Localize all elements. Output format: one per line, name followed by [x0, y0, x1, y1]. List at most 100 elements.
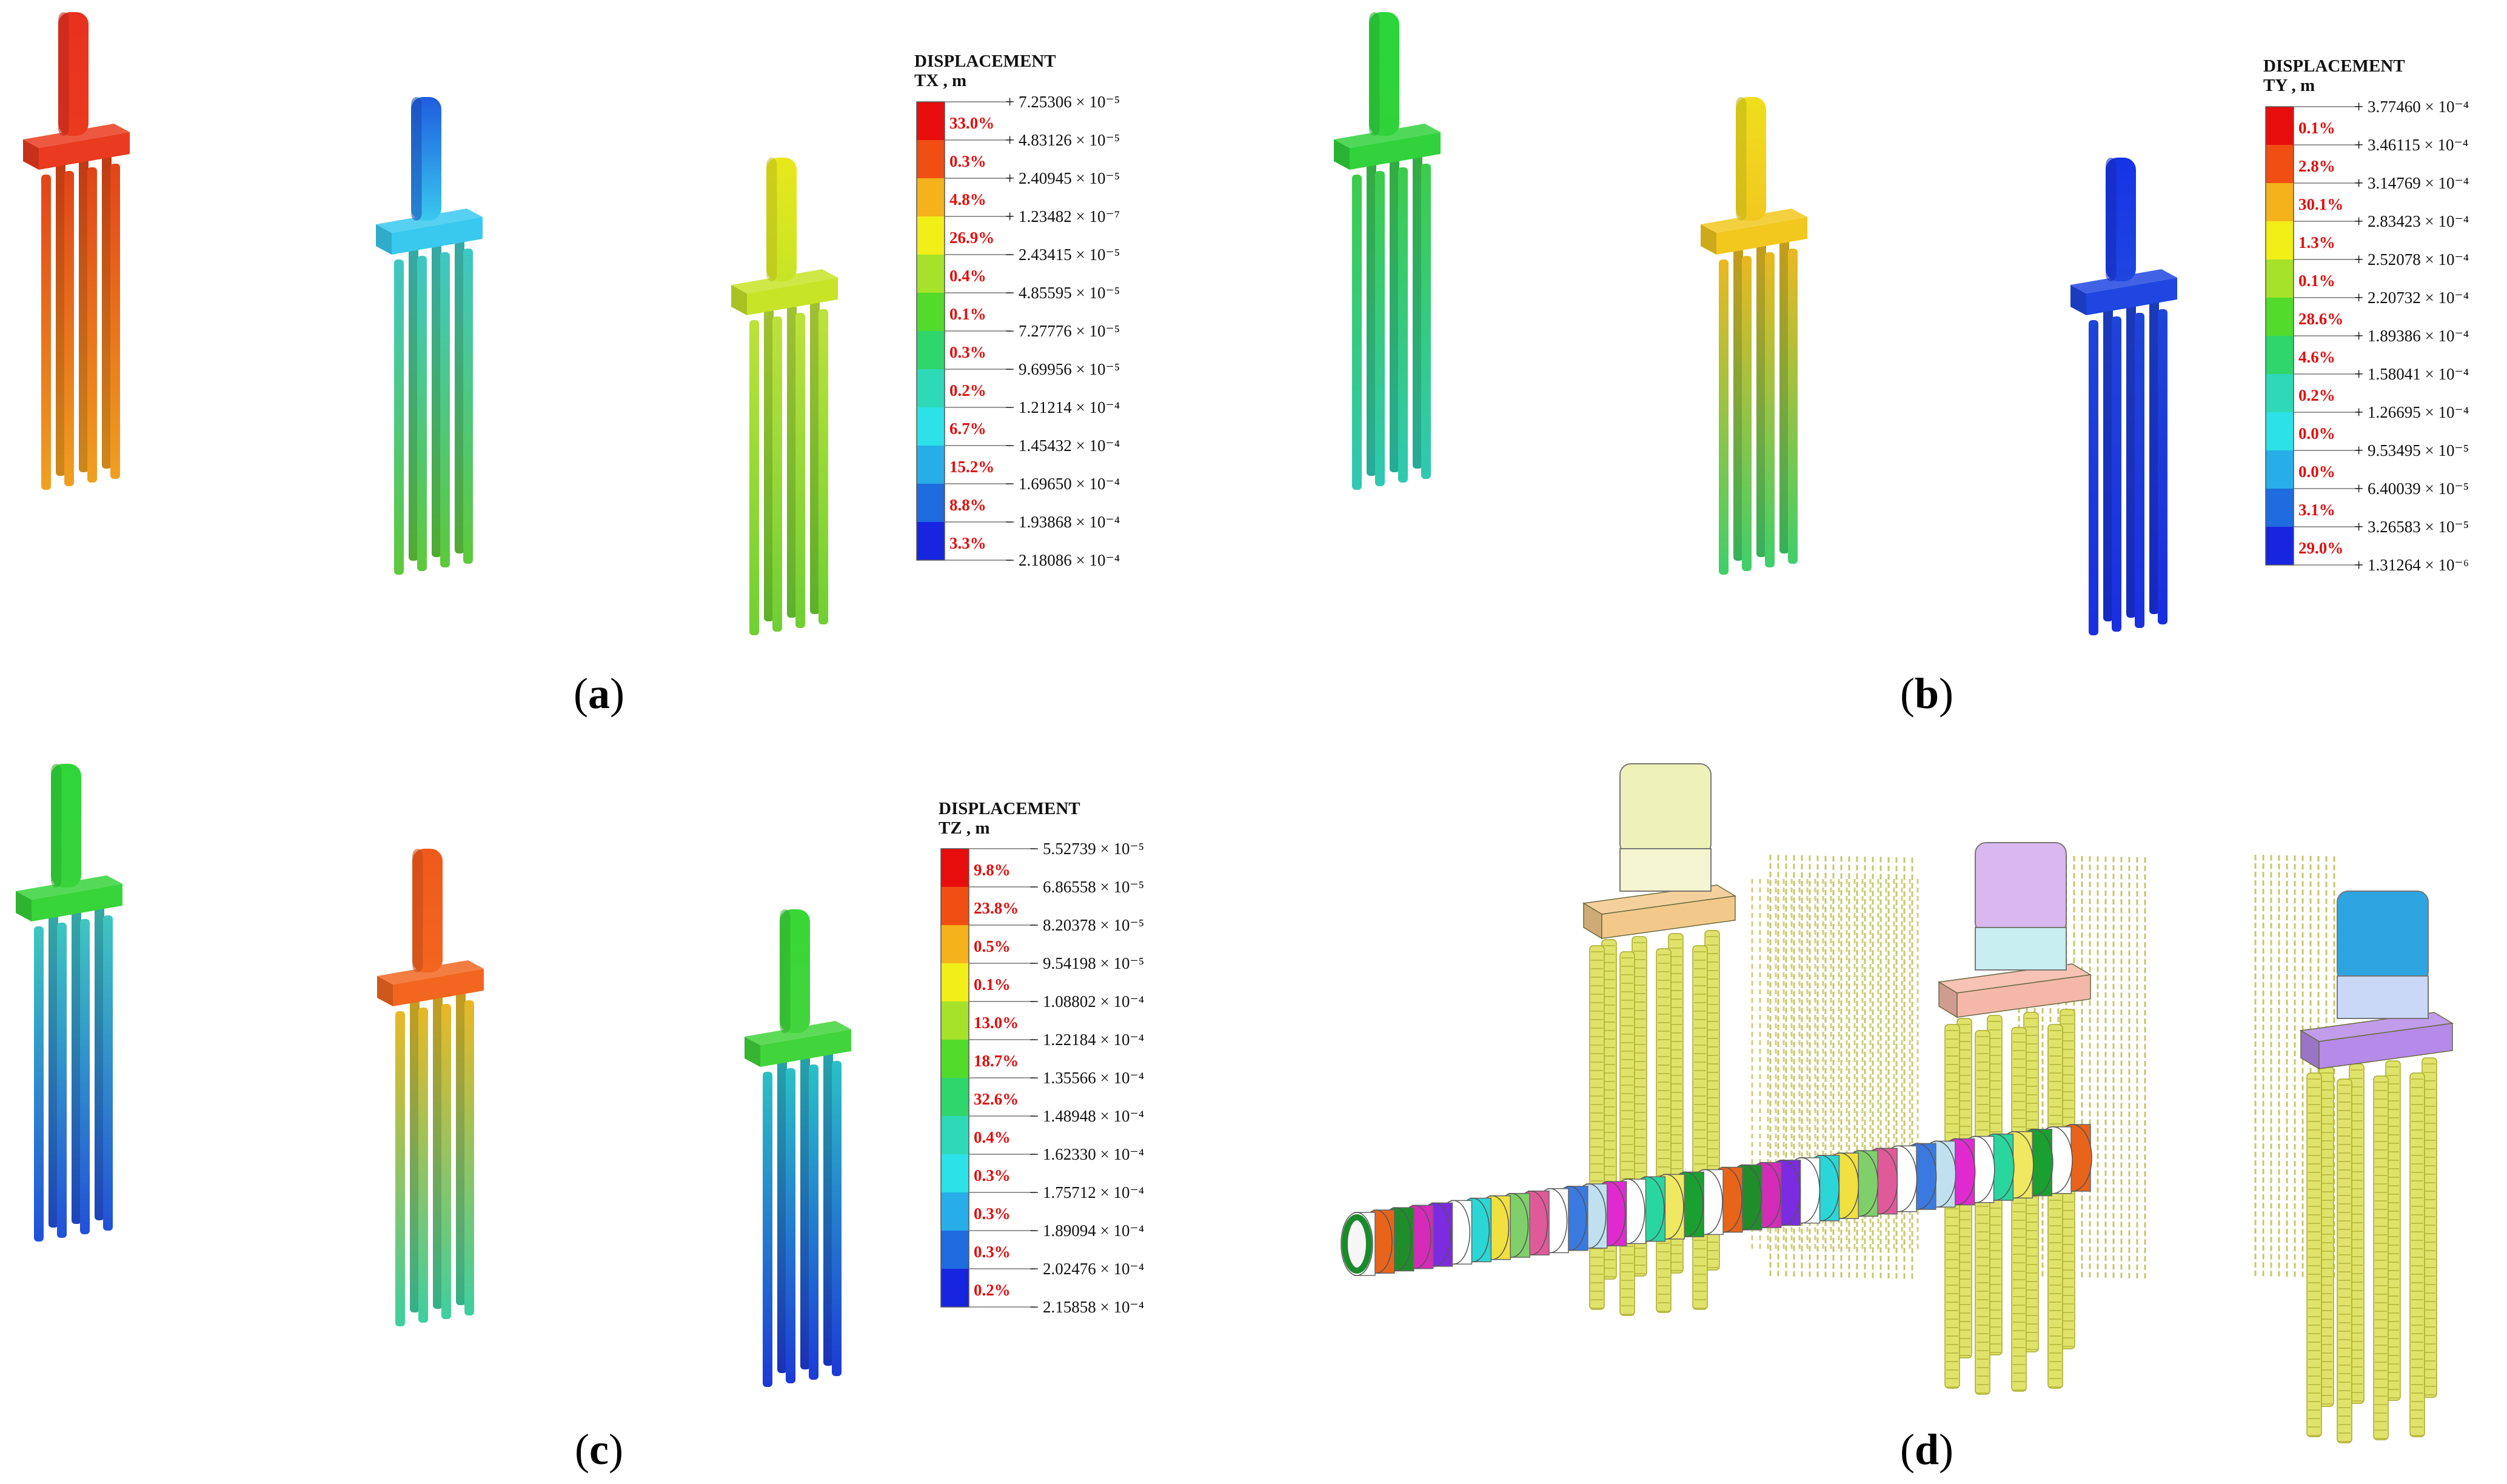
- legend-percent: 6.7%: [949, 419, 986, 438]
- legend-tick-label: − 8.20378 × 10⁻⁵: [1029, 916, 1144, 934]
- pile: [2149, 299, 2159, 614]
- legend-tick-label: − 7.27776 × 10⁻⁵: [1005, 322, 1120, 340]
- legend-tick-label: + 2.83423 × 10⁻⁴: [2354, 212, 2469, 230]
- legend-swatch: [941, 1269, 969, 1307]
- pier: [376, 97, 483, 575]
- legend-tick-label: − 9.54198 × 10⁻⁵: [1029, 954, 1144, 972]
- bored-pile: [1619, 951, 1635, 1316]
- legend-title-a: DISPLACEMENT: [914, 52, 1056, 71]
- pile: [95, 905, 104, 1220]
- pile: [2126, 302, 2136, 618]
- pier-column-lower: [1619, 848, 1712, 892]
- pier-column-shade: [1369, 12, 1380, 136]
- legend-percent: 30.1%: [2298, 195, 2343, 213]
- legend-tick-label: − 1.48948 × 10⁻⁴: [1029, 1107, 1144, 1125]
- pile: [810, 299, 820, 614]
- legend-c: DISPLACEMENT TZ , m 9.8%23.8%0.5%0.1%13.…: [939, 799, 1144, 1316]
- pile: [818, 309, 828, 624]
- pile: [72, 909, 81, 1224]
- legend-percent: 0.5%: [974, 937, 1011, 955]
- pile: [1375, 171, 1385, 486]
- pile-cap-front: [747, 278, 838, 315]
- legend-tick-label: + 9.53495 × 10⁻⁵: [2354, 441, 2469, 460]
- bored-pile: [2306, 1072, 2322, 1437]
- pile: [409, 246, 418, 561]
- pile-cap-front: [2086, 278, 2177, 315]
- legend-swatch: [2266, 489, 2294, 527]
- legend-percent: 0.0%: [2298, 463, 2335, 481]
- legend-percent: 4.6%: [2298, 348, 2335, 366]
- pile: [440, 252, 450, 567]
- legend-tick-label: − 4.85595 × 10⁻⁵: [1005, 284, 1120, 302]
- bored-pile: [2373, 1075, 2389, 1440]
- pile: [463, 249, 473, 564]
- pier-column-shade: [58, 12, 69, 136]
- legend-tick-label: − 1.93868 × 10⁻⁴: [1005, 513, 1120, 531]
- legend-tick-label: + 6.40039 × 10⁻⁵: [2354, 480, 2469, 498]
- legend-percent: 29.0%: [2298, 539, 2343, 557]
- pile: [832, 1061, 842, 1376]
- pile: [787, 302, 797, 618]
- pile-cap-side: [745, 1037, 760, 1067]
- pile: [2112, 316, 2121, 632]
- pier-column-shade: [411, 97, 422, 221]
- pier-column-lower: [1975, 927, 2067, 971]
- pile: [87, 167, 97, 483]
- legend-tick-label: + 2.20732 × 10⁻⁴: [2354, 289, 2469, 307]
- legend-percent: 8.8%: [949, 496, 986, 514]
- pile: [80, 919, 90, 1234]
- legend-percent: 0.1%: [2298, 119, 2335, 137]
- pile: [2103, 306, 2113, 621]
- pile: [1756, 242, 1766, 557]
- panel-d: (d): [1341, 763, 2454, 1474]
- legend-percent: 0.2%: [2298, 386, 2335, 404]
- legend-a: DISPLACEMENT TX , m 33.0%0.3%4.8%26.9%0.…: [914, 52, 1120, 569]
- pile: [823, 1051, 833, 1366]
- legend-swatch: [917, 216, 945, 255]
- legend-tick-label: + 1.26695 × 10⁻⁴: [2354, 403, 2469, 421]
- legend-tick-label: + 2.40945 × 10⁻⁵: [1005, 169, 1120, 187]
- pier-column-lower: [2337, 975, 2429, 1019]
- pier-column-shade: [412, 849, 423, 972]
- legend-percent: 0.1%: [2298, 272, 2335, 290]
- panel-label-a: (a): [574, 669, 624, 718]
- legend-tick-label: + 3.46115 × 10⁻⁴: [2354, 136, 2468, 154]
- panel-label-c: (c): [575, 1425, 623, 1474]
- legend-swatch: [941, 1154, 969, 1192]
- legend-tick-label: − 2.18086 × 10⁻⁴: [1005, 551, 1120, 569]
- legend-swatch: [917, 140, 945, 178]
- pile: [764, 306, 774, 621]
- pile: [34, 926, 44, 1242]
- pile-cap-side: [23, 139, 39, 170]
- legend-title-b: DISPLACEMENT: [2263, 56, 2405, 76]
- legend-percent: 2.8%: [2298, 157, 2335, 175]
- legend-tick-label: + 1.58041 × 10⁻⁴: [2354, 365, 2469, 383]
- legend-percent: 0.3%: [949, 152, 986, 170]
- legend-tick-label: − 6.86558 × 10⁻⁵: [1029, 878, 1144, 896]
- legend-tick-label: + 1.31264 × 10⁻⁶: [2354, 556, 2469, 574]
- pile: [1733, 246, 1743, 561]
- legend-swatch: [2266, 374, 2294, 412]
- pier: [731, 158, 838, 635]
- legend-tick-label: − 5.52739 × 10⁻⁵: [1029, 840, 1144, 858]
- pile: [79, 157, 89, 472]
- pier-column-shade: [51, 764, 62, 887]
- legend-swatch: [941, 925, 969, 963]
- bored-pile: [2409, 1072, 2425, 1437]
- pile: [1765, 252, 1775, 567]
- panel-a: DISPLACEMENT TX , m 33.0%0.3%4.8%26.9%0.…: [23, 12, 1120, 718]
- legend-tick-label: − 2.15858 × 10⁻⁴: [1029, 1298, 1144, 1316]
- pier-column-upper: [1619, 763, 1712, 855]
- legend-percent: 15.2%: [949, 458, 994, 476]
- pile-cap-front: [393, 969, 484, 1006]
- legend-percent: 1.3%: [2298, 233, 2335, 252]
- legend-tick-label: − 1.21214 × 10⁻⁴: [1005, 398, 1120, 416]
- pile: [772, 316, 782, 632]
- legend-tick-label: − 1.45432 × 10⁻⁴: [1005, 436, 1120, 455]
- bored-pile: [1975, 1030, 1990, 1395]
- legend-b: DISPLACEMENT TY , m 0.1%2.8%30.1%1.3%0.1…: [2263, 56, 2469, 574]
- pile-cap-front: [760, 1029, 851, 1067]
- legend-swatch: [917, 522, 945, 560]
- pile: [433, 994, 443, 1309]
